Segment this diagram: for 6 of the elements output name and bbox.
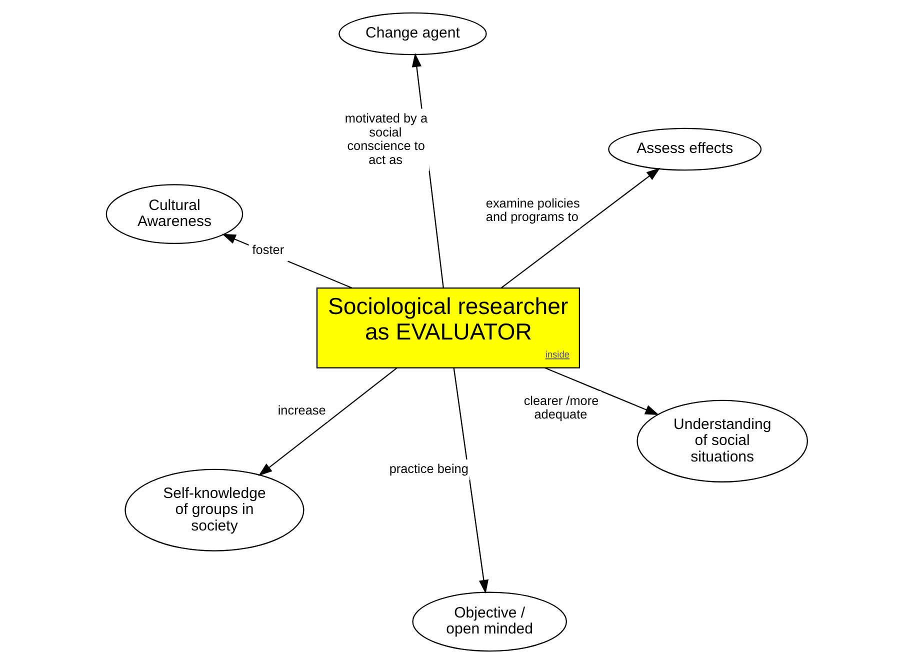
edge-label: practice being: [388, 461, 468, 476]
edge-label: increase: [277, 402, 326, 418]
edge-label: motivated by a social conscience to act as: [344, 110, 428, 168]
edge-label: clearer /more adequate: [523, 392, 598, 422]
edge-label: foster: [252, 242, 284, 258]
edge-label: examine policies and programs to: [485, 195, 580, 224]
